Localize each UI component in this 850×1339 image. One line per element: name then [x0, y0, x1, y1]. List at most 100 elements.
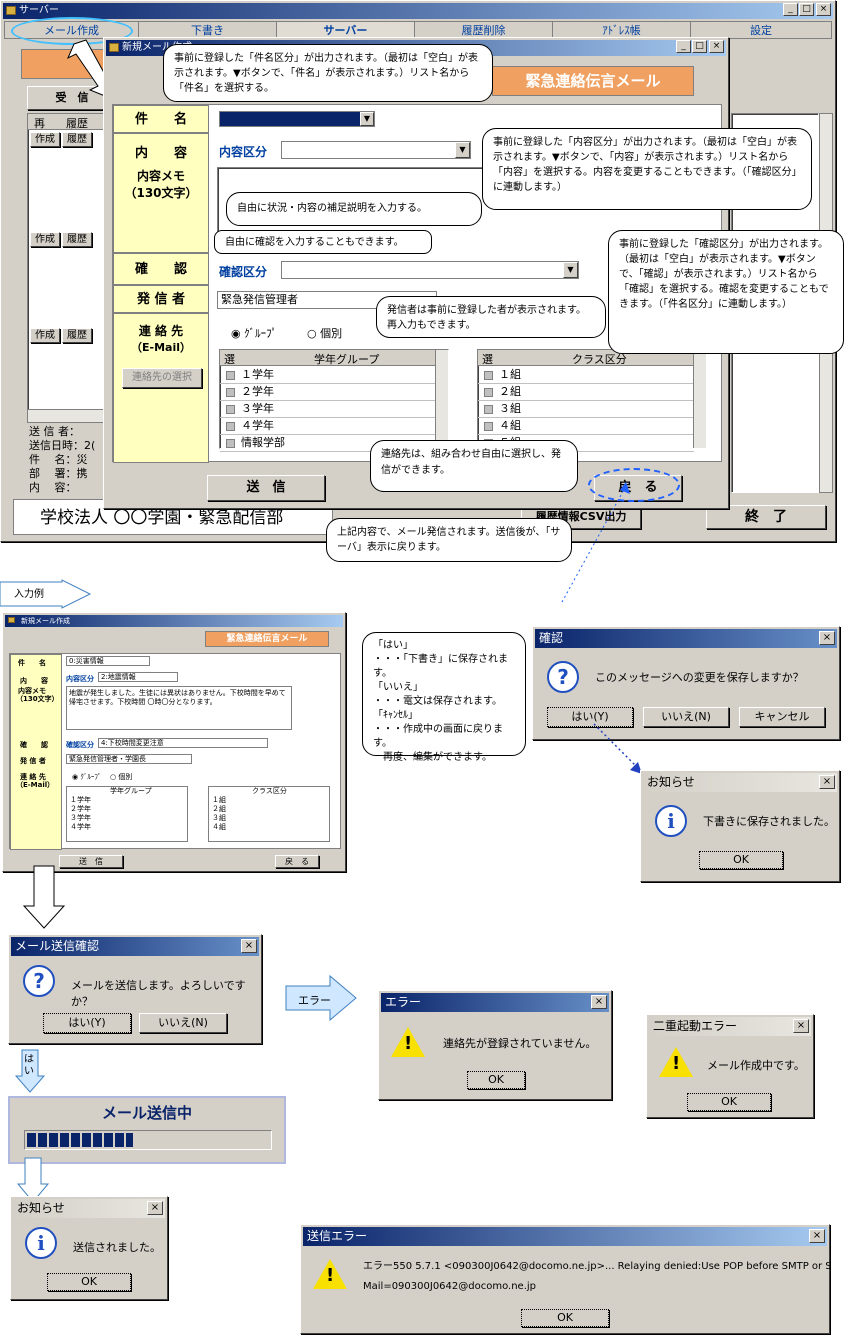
example-back-button[interactable]: 戻 る — [275, 855, 319, 868]
example-sender-label: 発 信 者 — [20, 757, 46, 765]
list-row[interactable]: 作成 履歴 — [28, 232, 104, 248]
window-title: 新規メール作成 — [122, 42, 192, 53]
history-button[interactable]: 履歴 — [62, 232, 92, 247]
group-name: ２学年 — [70, 805, 91, 813]
example-class-list[interactable]: クラス区分 １組 ２組 ３組 ４組 — [208, 786, 330, 842]
class-list[interactable]: 選 クラス区分 １組 ２組 ３組 ４組 ５組 — [477, 349, 707, 452]
list-item[interactable]: ４学年 — [220, 418, 436, 435]
example-radio-individual[interactable]: ○ 個別 — [110, 773, 133, 781]
create-button[interactable]: 作成 — [30, 232, 60, 247]
radio-individual-label: 個別 — [320, 327, 343, 340]
callout-buttons: 「はい」 ・・・「下書き」に保存されます。 「いいえ」 ・・・電文は保存されます… — [362, 632, 526, 763]
list-item[interactable]: ３組 — [478, 401, 694, 418]
minimize-button[interactable]: _ — [783, 3, 798, 16]
ok-button[interactable]: OK — [699, 851, 783, 869]
list-row[interactable]: 作成 履歴 — [28, 132, 104, 148]
example-label-col — [10, 654, 62, 850]
label-contact-sub: （E-Mail） — [131, 341, 191, 354]
example-radio-group[interactable]: ◉ ｸﾞﾙｰﾌﾟ — [72, 773, 102, 781]
close-icon[interactable]: × — [147, 1201, 163, 1215]
dotted-arrow — [561, 482, 630, 603]
col-header: クラス区分 — [252, 787, 287, 795]
minimize-button[interactable]: _ — [676, 40, 691, 53]
confirm-category-select[interactable]: ▼ — [281, 261, 579, 279]
window-title: サーバー — [19, 5, 59, 16]
list-row[interactable]: 作成 履歴 — [28, 328, 104, 344]
tab-label: ｱﾄﾞﾚｽ帳 — [602, 24, 641, 37]
select-contact-button[interactable]: 連絡先の選択 — [122, 368, 202, 388]
dialog-message: 送信されました。 — [73, 1241, 161, 1254]
close-icon[interactable]: × — [241, 939, 257, 953]
radio-group-option[interactable]: ◉ ｸﾞﾙｰﾌﾟ — [231, 327, 278, 340]
list-item[interactable]: １組 — [478, 367, 694, 384]
cancel-button[interactable]: キャンセル — [739, 707, 825, 727]
checkbox[interactable] — [484, 370, 493, 380]
create-button[interactable]: 作成 — [30, 132, 60, 147]
warning-icon: ! — [391, 1027, 425, 1057]
send-confirm-dialog: メール送信確認 × ? メールを送信します。よろしいですか？ はい(Y) いいえ… — [8, 934, 262, 1044]
checkbox[interactable] — [226, 421, 235, 431]
list-item[interactable]: 情報学部 — [220, 435, 436, 452]
col-header: 再 — [34, 117, 45, 130]
checkbox[interactable] — [484, 421, 493, 431]
list-item[interactable]: １学年 — [220, 367, 436, 384]
checkbox[interactable] — [226, 404, 235, 414]
ok-button[interactable]: OK — [521, 1309, 609, 1327]
confirm-save-dialog: 確認 × ? このメッセージへの変更を保存しますか？ はい(Y) いいえ(N) … — [532, 626, 840, 740]
checkbox[interactable] — [226, 438, 235, 448]
close-icon[interactable]: × — [819, 631, 835, 645]
ok-button[interactable]: OK — [687, 1093, 771, 1111]
list-item[interactable]: ２組 — [478, 384, 694, 401]
history-button[interactable]: 履歴 — [62, 328, 92, 343]
close-button[interactable]: × — [709, 40, 724, 53]
checkbox[interactable] — [484, 387, 493, 397]
close-icon[interactable]: × — [793, 1019, 809, 1033]
scrollbar[interactable] — [693, 350, 706, 448]
create-button[interactable]: 作成 — [30, 328, 60, 343]
list-item[interactable]: ３学年 — [220, 401, 436, 418]
radio-individual-option[interactable]: ○ 個別 — [307, 327, 343, 340]
maximize-button[interactable]: □ — [799, 3, 814, 16]
content-category-select[interactable]: ▼ — [281, 141, 471, 159]
exit-button[interactable]: 終 了 — [706, 505, 826, 529]
yes-button[interactable]: はい(Y) — [547, 707, 633, 727]
scrollbar[interactable] — [435, 350, 448, 448]
example-titlebar: 新規メール作成 — [5, 615, 343, 627]
maximize-button[interactable]: □ — [692, 40, 707, 53]
close-button[interactable]: × — [816, 3, 831, 16]
tab-settings[interactable]: 設定 — [691, 21, 832, 39]
callout-subject: 事前に登録した「件名区分」が出力されます。（最初は「空白」が表示されます。▼ボタ… — [163, 44, 493, 102]
dialog-message: 連絡先が登録されていません。 — [443, 1037, 597, 1050]
warning-icon: ! — [659, 1047, 693, 1077]
detail-sender: 送 信 者： — [29, 425, 80, 438]
example-content-select[interactable]: 2:地震情報 — [98, 672, 178, 682]
checkbox[interactable] — [226, 387, 235, 397]
subject-select[interactable]: ▼ — [219, 111, 375, 127]
close-icon[interactable]: × — [819, 775, 835, 789]
checkbox[interactable] — [484, 404, 493, 414]
close-icon[interactable]: × — [591, 995, 607, 1009]
callout-sender: 発信者は事前に登録した者が表示されます。再入力もできます。 — [376, 296, 606, 338]
history-button[interactable]: 履歴 — [62, 132, 92, 147]
example-subject-select[interactable]: 0:災害情報 — [66, 656, 150, 666]
no-button[interactable]: いいえ(N) — [643, 707, 729, 727]
horizontal-scrollbar[interactable] — [27, 409, 107, 423]
example-group-list[interactable]: 学年グループ １学年 ２学年 ３学年 ４学年 — [66, 786, 188, 842]
ok-button[interactable]: OK — [467, 1071, 525, 1089]
app-icon — [8, 617, 15, 623]
no-button[interactable]: いいえ(N) — [139, 1013, 227, 1033]
ok-button[interactable]: OK — [47, 1273, 131, 1291]
checkbox[interactable] — [226, 370, 235, 380]
example-memo-text[interactable]: 地震が発生しました。生徒には異状はありません。下校時間を早めて帰宅させます。下校… — [66, 686, 292, 730]
send-button[interactable]: 送 信 — [207, 475, 325, 501]
example-sender-field[interactable]: 緊急発信管理者・学園長 — [66, 754, 192, 764]
list-item[interactable]: ２学年 — [220, 384, 436, 401]
group-list[interactable]: 選 学年グループ １学年 ２学年 ３学年 ４学年 情報学部 — [219, 349, 449, 452]
example-send-button[interactable]: 送 信 — [59, 855, 123, 868]
yes-button[interactable]: はい(Y) — [43, 1013, 131, 1033]
example-confirm-select[interactable]: 4:下校時間変更注意 — [98, 738, 268, 748]
close-icon[interactable]: × — [809, 1229, 825, 1243]
server-list[interactable]: 再 履歴 作成 履歴 作成 履歴 作成 履歴 — [27, 113, 105, 423]
list-item[interactable]: ４組 — [478, 418, 694, 435]
chevron-down-icon: ▼ — [563, 262, 578, 278]
